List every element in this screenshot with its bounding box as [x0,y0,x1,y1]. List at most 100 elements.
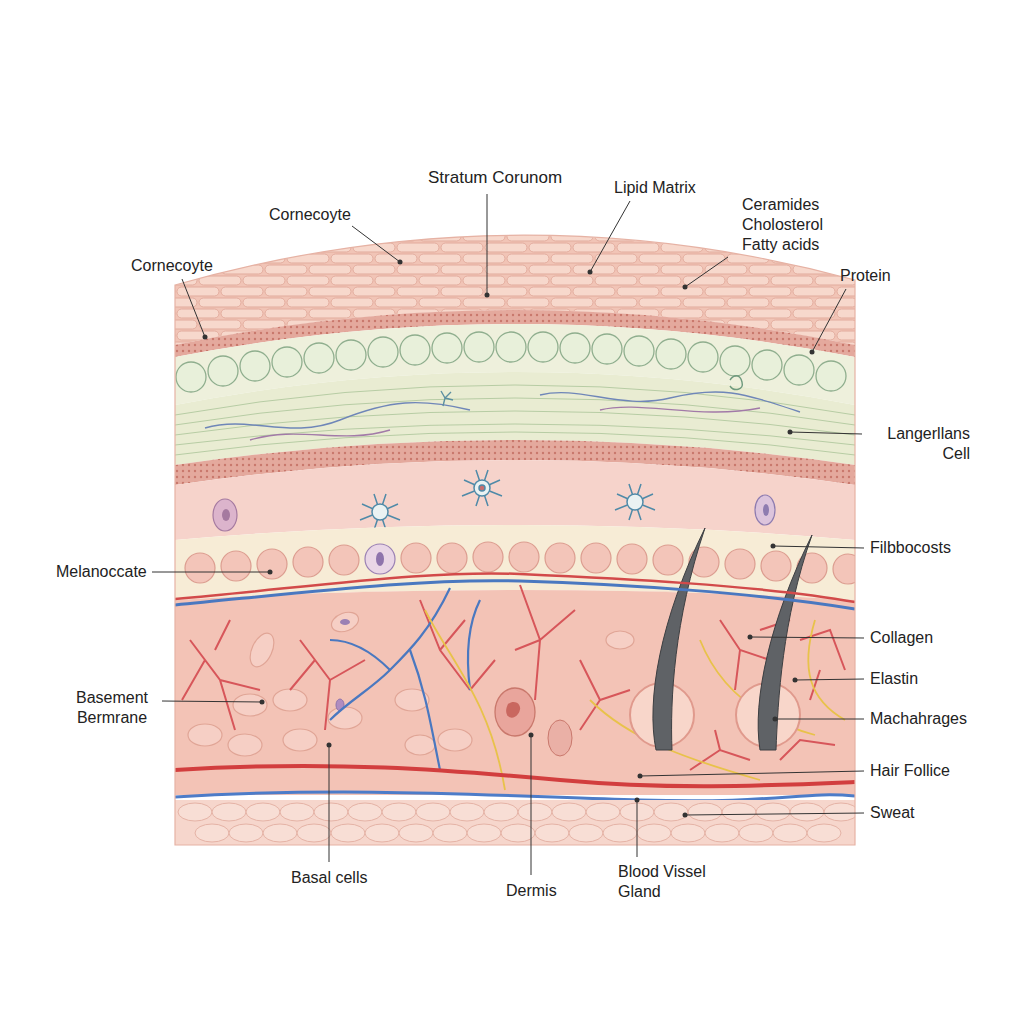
fat-cell [739,824,773,842]
leader-line [352,226,400,262]
leader-line [773,546,864,548]
granular-cell [400,335,430,365]
cell [405,735,435,755]
nucleus [479,485,485,491]
fat-cell [450,803,484,821]
basal-cell [833,554,863,584]
artery [175,766,855,786]
basal-cell [617,544,647,574]
granular-cell [272,347,302,377]
macrophage-cell [495,688,535,736]
fat-cell [603,824,637,842]
leader-dot [793,678,798,683]
basal-cell [509,542,539,572]
cell [606,631,634,649]
langerhans-cell [627,494,643,510]
leader-dot [810,350,815,355]
leader-dot [773,717,778,722]
vein [468,600,480,690]
basal-cell [545,543,575,573]
leader-dots [203,260,815,818]
leader-lines [152,194,864,875]
dermal-cells [188,609,634,756]
fat-cell [416,803,450,821]
leader-line [162,701,262,702]
basal-cell [653,545,683,575]
fat-cell [263,824,297,842]
capillary [290,640,365,730]
leader-dot [327,743,332,748]
stripe [175,411,855,435]
granular-cell [464,332,494,362]
granular-cell [688,342,718,372]
leader-line [640,771,864,776]
cell [188,724,222,746]
fiber [600,407,760,412]
fat-cell [722,803,756,821]
fiber [205,403,470,429]
hair-shaft [653,528,705,750]
fat-cells [178,803,858,842]
basal-cell [257,549,287,579]
fat-cell [297,824,331,842]
leader-line [795,679,864,680]
vein [175,792,855,801]
fat-cell [212,803,246,821]
fat-cell [229,824,263,842]
part-label: Collagen [870,628,933,648]
nerve [425,610,505,790]
fat-cell [535,824,569,842]
part-label: Basement Bermrane [65,688,159,728]
cell [283,729,317,751]
leader-line [637,800,638,857]
cell [245,629,278,670]
fat-cell [348,803,382,821]
fiber [250,430,390,440]
nucleus [340,619,350,625]
leader-line [329,745,330,862]
capillary [515,585,575,700]
cell [273,689,307,711]
fat-cell [773,824,807,842]
basal-cell [365,544,395,574]
fat-cell [399,824,433,842]
dendrite [360,494,400,530]
granular-cell [528,332,558,362]
fat-cell [569,824,603,842]
fat-cell [365,824,399,842]
fat-cell [501,824,535,842]
vein [410,650,440,770]
capillaries [182,585,845,770]
langerhans-cell [372,504,388,520]
part-label: Basal cells [291,868,367,888]
leader-dot [748,635,753,640]
fiber [540,392,800,412]
basal-cells [185,542,863,584]
fat-cell [178,803,212,821]
vein [330,588,450,720]
part-label: Langerllans Cell [866,424,970,464]
dendrite [615,484,655,520]
nucleus [506,702,520,718]
capillary [182,620,260,730]
leader-line [152,572,270,573]
leader-dot [683,285,688,290]
granular-cell [208,356,238,386]
fat-cell [824,803,858,821]
leader-dot [203,335,208,340]
leader-dot [635,798,640,803]
basal-cell [185,553,215,583]
langerhans-cells [360,470,655,530]
fat-cell [671,824,705,842]
fat-cell [654,803,688,821]
granular-cell [592,334,622,364]
granular-cell [752,350,782,380]
basal-cell [761,551,791,581]
basal-cell [329,545,359,575]
cell [755,495,775,525]
capillary [580,660,630,730]
leader-dot [260,700,265,705]
leader-line [685,257,728,287]
part-label: Cornecoyte [131,256,213,276]
tissue-block [175,235,863,845]
